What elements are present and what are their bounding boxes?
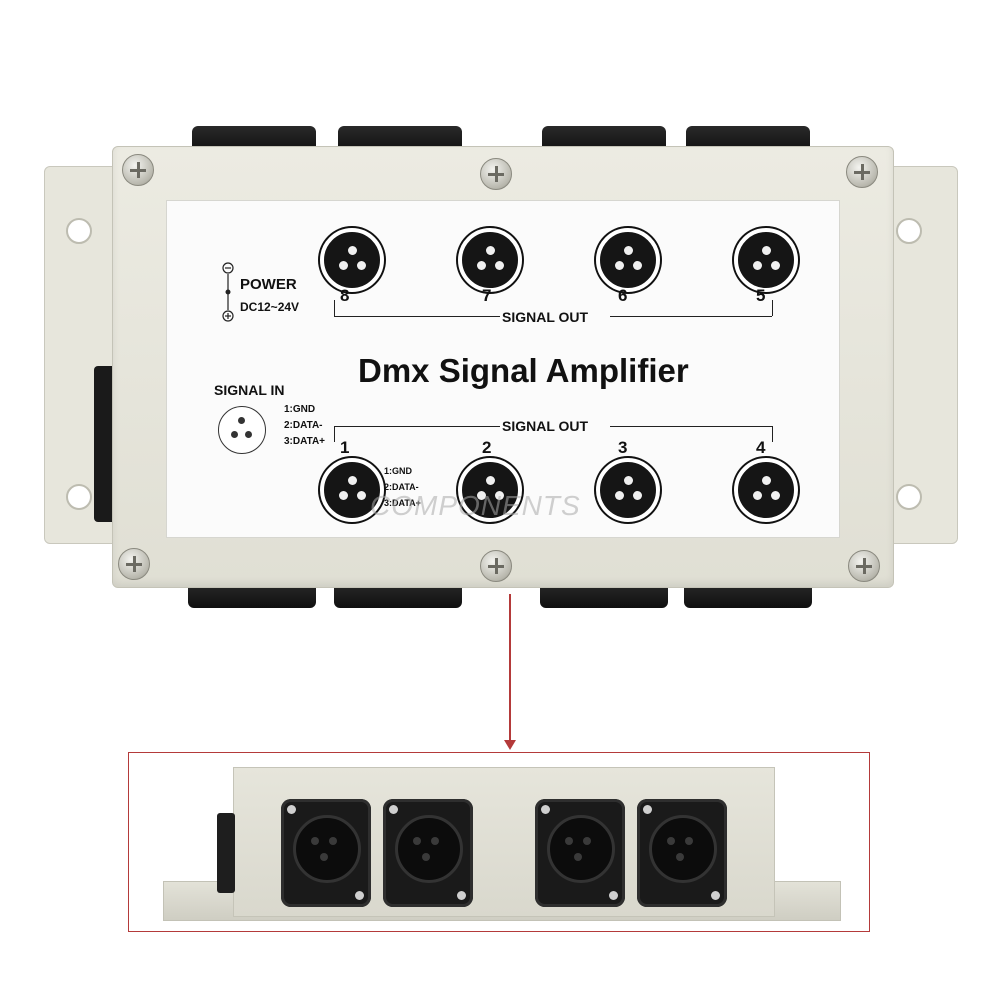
side-input-connector: [217, 813, 235, 893]
signal-in-port-icon: [218, 406, 266, 454]
xlr-connector-2: [383, 799, 473, 907]
signal-in-pinout-3: 3:DATA+: [284, 436, 326, 447]
port-2: [458, 458, 522, 522]
screw-top-left: [122, 154, 154, 186]
bracket-top-right: [772, 300, 773, 316]
bracket-bottom-left: [334, 426, 335, 442]
port-3: [596, 458, 660, 522]
callout-line: [509, 594, 511, 742]
signal-in-side-connector: [94, 366, 116, 522]
watermark: COMPONENTS: [370, 490, 581, 521]
bracket-bottom-right: [772, 426, 773, 442]
port1-pinout-1: 1:GND: [384, 466, 413, 476]
port-6: [596, 228, 660, 292]
bracket-top-line-right: [610, 316, 772, 317]
port-number-4: 4: [756, 438, 766, 457]
port-1: [320, 458, 384, 522]
port-number-8: 8: [340, 286, 350, 305]
signal-out-bottom-label: SIGNAL OUT: [502, 418, 589, 434]
mounting-hole-left-bottom: [66, 484, 92, 510]
zoom-side-view: [128, 752, 870, 932]
xlr-connector-4: [637, 799, 727, 907]
port-number-3: 3: [618, 438, 628, 457]
bracket-top-left: [334, 300, 335, 316]
port-7: [458, 228, 522, 292]
power-spec: DC12~24V: [240, 300, 300, 314]
product-name: Dmx Signal Amplifier: [358, 352, 689, 389]
signal-in-pinout-1: 1:GND: [284, 404, 316, 415]
port-5: [734, 228, 798, 292]
screw-bottom-center: [480, 550, 512, 582]
screw-top-right: [846, 156, 878, 188]
port-8: [320, 228, 384, 292]
port-number-5: 5: [756, 286, 766, 305]
bracket-top-line-left: [334, 316, 500, 317]
power-title: POWER: [240, 276, 297, 293]
port-number-2: 2: [482, 438, 492, 457]
bracket-bottom-line-right: [610, 426, 772, 427]
port-4: [734, 458, 798, 522]
mounting-hole-right-top: [896, 218, 922, 244]
port-number-7: 7: [482, 286, 492, 305]
port-number-6: 6: [618, 286, 628, 305]
callout-arrow-icon: [504, 740, 516, 750]
port1-pinout-2: 2:DATA-: [384, 482, 419, 492]
signal-out-top-label: SIGNAL OUT: [502, 309, 589, 325]
power-symbol: [220, 262, 236, 322]
xlr-connector-3: [535, 799, 625, 907]
port1-pinout-3: 3:DATA+: [384, 498, 421, 508]
mounting-hole-left-top: [66, 218, 92, 244]
signal-in-title: SIGNAL IN: [214, 382, 285, 398]
screw-bottom-left: [118, 548, 150, 580]
screw-bottom-right: [848, 550, 880, 582]
signal-in-pinout-2: 2:DATA-: [284, 420, 323, 431]
bracket-bottom-line-left: [334, 426, 500, 427]
port-number-1: 1: [340, 438, 350, 457]
screw-top-center: [480, 158, 512, 190]
xlr-connector-1: [281, 799, 371, 907]
mounting-hole-right-bottom: [896, 484, 922, 510]
